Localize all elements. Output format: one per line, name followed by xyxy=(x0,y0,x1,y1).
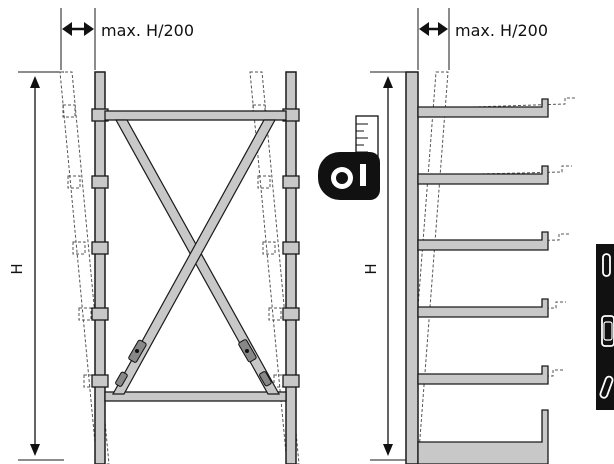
tilted-column-outline xyxy=(405,71,575,464)
right-height-label: H xyxy=(362,263,380,274)
left-column xyxy=(94,71,106,464)
left-tolerance-arrow-icon xyxy=(62,22,94,36)
right-height-arrow-icon xyxy=(383,76,393,456)
diagonal-brace-b xyxy=(111,119,277,395)
tape-measure-icon xyxy=(318,115,380,200)
turnbuckle-left-icon xyxy=(115,339,147,387)
right-cantilever-figure: max. H/200 H xyxy=(362,8,575,464)
top-horizontal-brace xyxy=(104,110,287,121)
left-tolerance-label: max. H/200 xyxy=(101,21,194,40)
cantilever-arms xyxy=(417,98,549,464)
right-tolerance-label: max. H/200 xyxy=(455,21,548,40)
left-frame-figure: max. H/200 H xyxy=(8,8,300,464)
left-tilted-column-outline xyxy=(59,71,110,464)
left-height-arrow-icon xyxy=(30,76,40,456)
column-brackets xyxy=(91,108,300,388)
right-tolerance-arrow-icon xyxy=(419,22,448,36)
inspection-badge-icon xyxy=(596,244,614,410)
turnbuckle-right-icon xyxy=(238,339,272,387)
bottom-horizontal-brace xyxy=(104,391,287,402)
cantilever-column xyxy=(405,71,419,464)
left-height-label: H xyxy=(8,263,26,274)
right-column xyxy=(285,71,297,464)
